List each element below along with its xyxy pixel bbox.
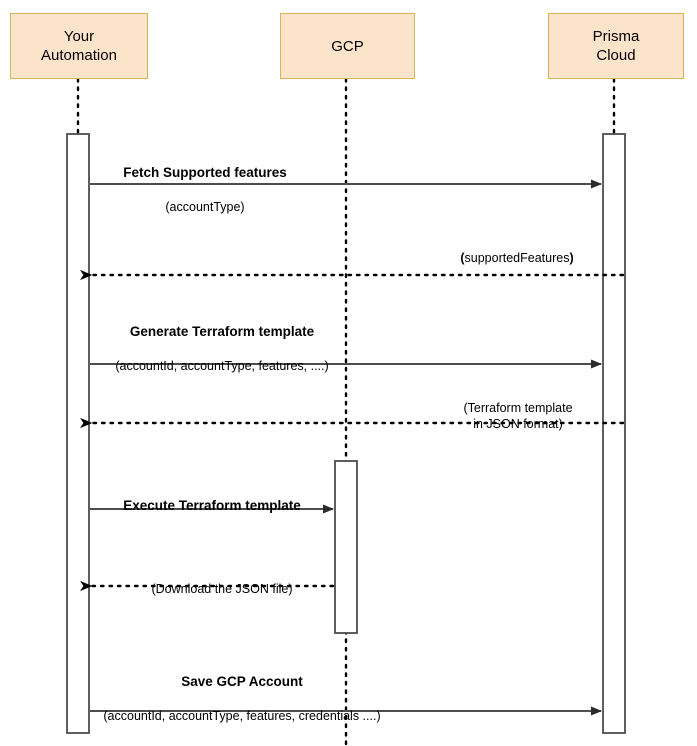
participant-label-your-automation: Your Automation xyxy=(41,28,117,64)
activation-bar-automation xyxy=(66,133,90,734)
activation-bar-gcp xyxy=(334,460,358,634)
activation-bar-prisma xyxy=(602,133,626,734)
participant-label-gcp: GCP xyxy=(331,37,364,55)
participant-label-prisma-cloud: Prisma Cloud xyxy=(592,28,640,64)
participant-box-gcp[interactable]: GCP xyxy=(280,13,415,79)
participant-box-prisma-cloud[interactable]: Prisma Cloud xyxy=(548,13,684,79)
participant-box-your-automation[interactable]: Your Automation xyxy=(10,13,148,79)
